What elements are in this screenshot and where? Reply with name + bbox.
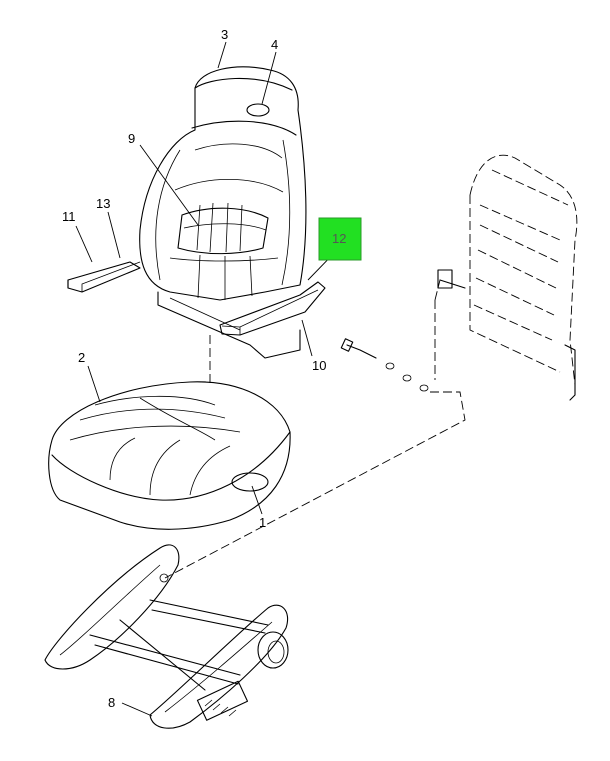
seat-back-frame-phantom: [437, 154, 578, 401]
seat-back: [139, 66, 307, 359]
mounting-hardware: [340, 338, 429, 392]
svg-text:4: 4: [271, 37, 278, 52]
recliner-knob: [257, 631, 289, 669]
svg-text:11: 11: [62, 209, 76, 224]
leader-lines: [75, 41, 341, 717]
svg-text:9: 9: [128, 131, 135, 146]
highlight-box: [318, 217, 362, 261]
svg-text:8: 8: [108, 695, 115, 710]
callout-10: 10: [312, 358, 326, 373]
callout-9: 9: [128, 131, 135, 146]
seat-frame: [44, 544, 289, 729]
headrest-knob: [246, 103, 270, 117]
left-armrest: [67, 261, 141, 293]
callout-4: 4: [271, 37, 278, 52]
seat-cushion: [48, 381, 291, 530]
svg-text:3: 3: [221, 27, 228, 42]
svg-text:1: 1: [259, 515, 266, 530]
seat-cushion-knob: [231, 472, 269, 492]
assembly-lines: [164, 279, 466, 579]
svg-text:10: 10: [312, 358, 326, 373]
right-armrest: [219, 281, 326, 336]
svg-text:13: 13: [96, 196, 110, 211]
svg-text:12: 12: [332, 231, 346, 246]
callout-2: 2: [78, 350, 85, 365]
svg-text:2: 2: [78, 350, 85, 365]
callout-13: 13: [96, 196, 110, 211]
control-switch-pack: [196, 680, 249, 721]
lumbar-insert: [177, 207, 269, 255]
callout-8: 8: [108, 695, 115, 710]
callout-12-highlighted[interactable]: 12: [318, 217, 362, 261]
callout-3: 3: [221, 27, 228, 42]
callout-1: 1: [259, 515, 266, 530]
callout-11: 11: [62, 209, 76, 224]
